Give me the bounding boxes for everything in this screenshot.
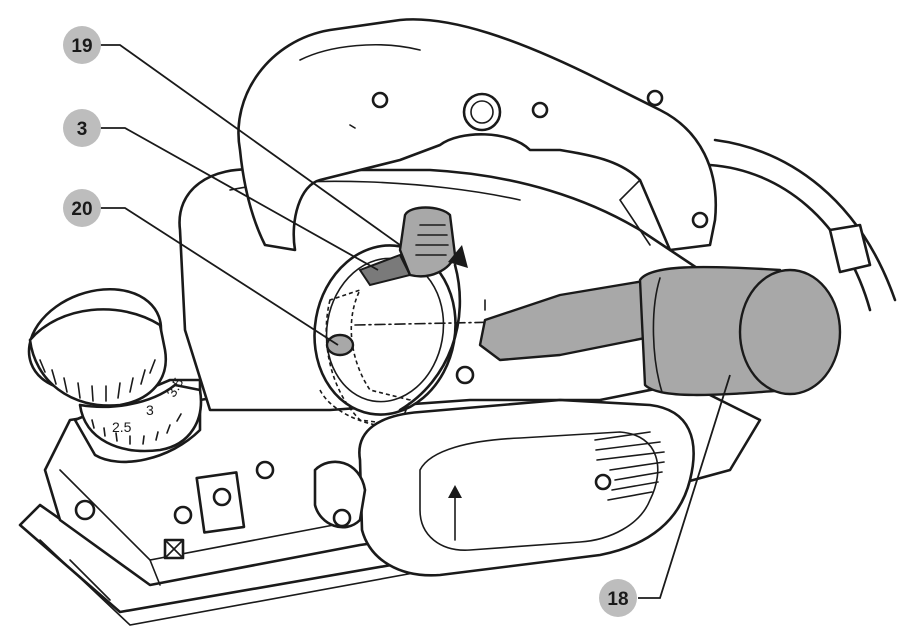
- scale-mark-3: 3: [146, 402, 154, 418]
- scale-mark-2-5: 2.5: [112, 419, 132, 435]
- callout-3: 3: [63, 109, 101, 147]
- screw-icon: [332, 508, 352, 528]
- callout-18: 18: [599, 579, 637, 617]
- belt-cover-inner: [419, 431, 659, 551]
- pulley-knob: [313, 460, 367, 529]
- tube-end: [738, 268, 842, 396]
- screw-icon: [173, 505, 193, 525]
- leader-20: [100, 207, 339, 346]
- part-19-lever: [398, 206, 457, 278]
- leader-3: [100, 127, 379, 271]
- leader-19: [100, 44, 401, 246]
- handle: [237, 18, 718, 252]
- power-cord: [708, 138, 897, 312]
- cord-sleeve: [828, 223, 872, 274]
- screw-icon: [74, 499, 96, 521]
- part-20-highlight: [325, 333, 355, 357]
- leader-18: [638, 374, 731, 599]
- callout-3-label: 3: [77, 119, 88, 140]
- vent-grille: [594, 431, 665, 501]
- callout-18-label: 18: [607, 589, 628, 610]
- screw-icon: [531, 101, 549, 119]
- screw-icon: [255, 460, 275, 480]
- direction-arrow-icon: [448, 485, 462, 498]
- lock-button: [462, 92, 502, 132]
- callout-19-label: 19: [71, 36, 92, 57]
- depth-knob: 2.5 3 3.5: [27, 287, 203, 464]
- rotation-arrow: [398, 263, 462, 412]
- chute-funnel: [478, 278, 662, 362]
- callout-20: 20: [63, 189, 101, 227]
- chip-ejector-area: [313, 206, 501, 429]
- belt-cover: [313, 365, 695, 577]
- screw-icon: [212, 487, 232, 507]
- arrow-head-icon: [448, 245, 468, 268]
- screw-icon: [455, 365, 475, 385]
- screw-icon: [594, 473, 612, 491]
- callout-19: 19: [63, 26, 101, 64]
- screw-icon: [371, 91, 389, 109]
- leader-lines: [100, 44, 731, 599]
- chip-ejection-tube: [478, 265, 842, 397]
- screw-icon: [646, 89, 664, 107]
- callout-20-label: 20: [71, 199, 92, 220]
- screw-icon: [691, 211, 709, 229]
- depth-scale-ring: [78, 383, 203, 453]
